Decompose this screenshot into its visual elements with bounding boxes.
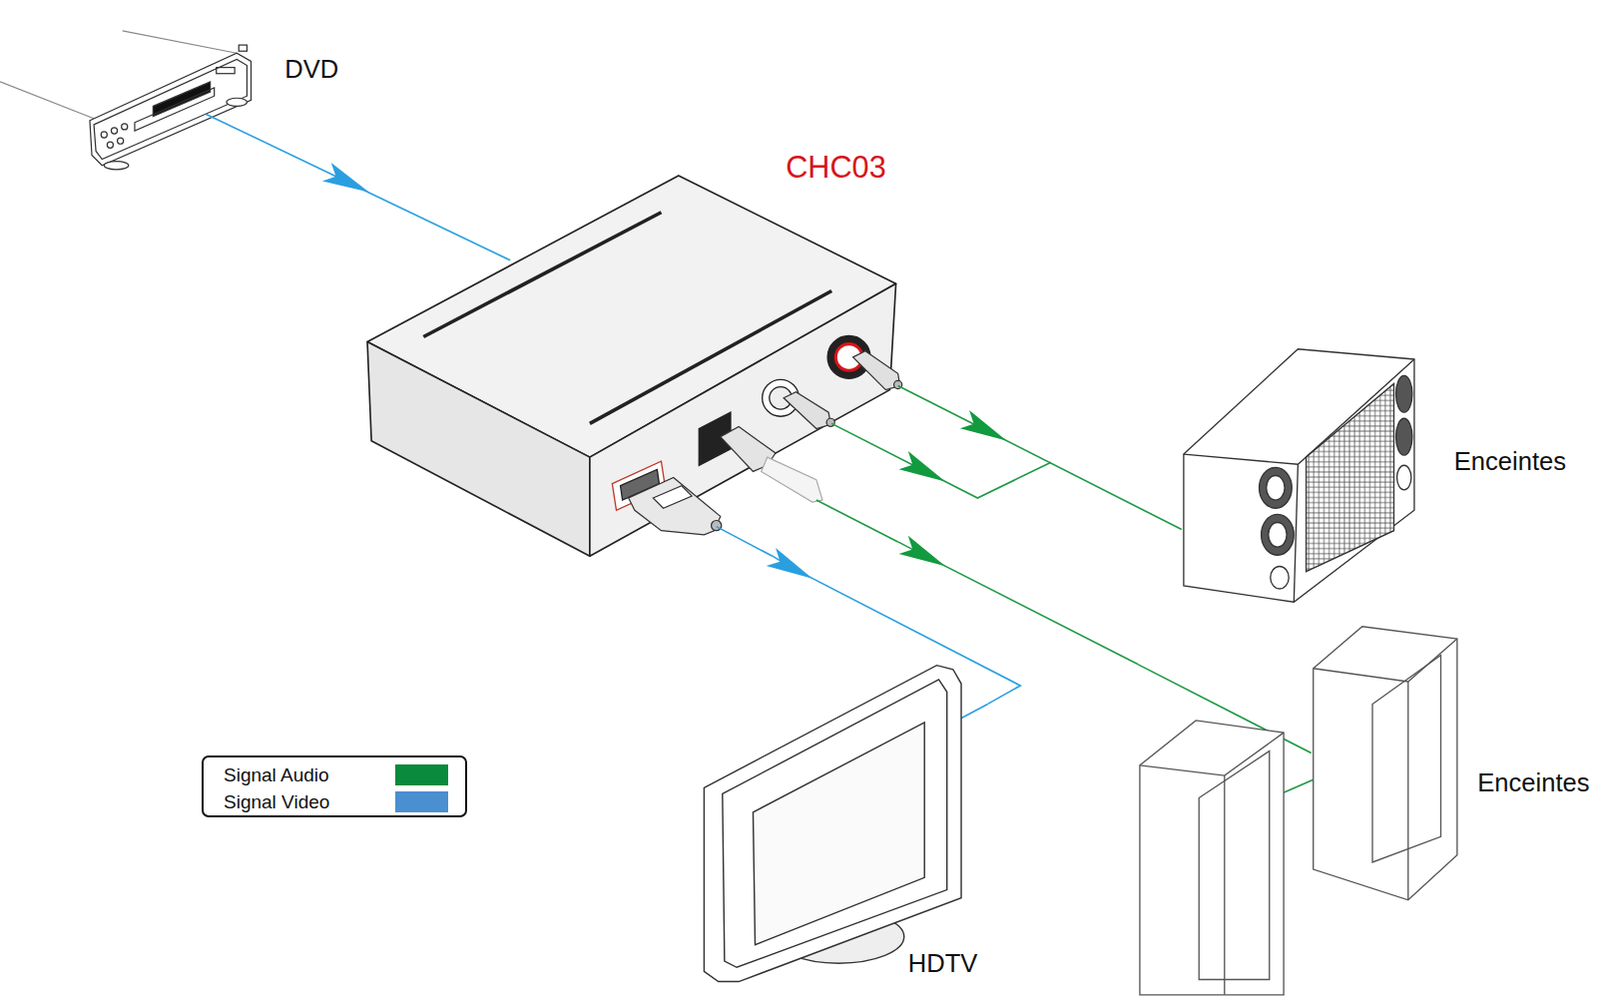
device-node: Enceintes [1181,341,1596,605]
dvd-player-part [117,137,124,144]
legend-text: Signal Video [223,791,396,814]
device-label: HDTV [908,949,979,979]
cable-plugs [628,351,903,535]
dvd-player-part [226,97,247,106]
signal-wires-part [1280,779,1314,794]
speaker-part [1270,565,1289,588]
legend-swatch [395,791,449,813]
converter-box-part [367,342,590,557]
speaker-part [1306,384,1395,572]
dvd-player-part [93,58,247,159]
legend-box: Signal AudioSignal Video [201,755,468,818]
dvd-player-part [134,87,215,131]
device-node: HDTV [701,663,988,996]
connector-ports [611,335,871,511]
cable-plugs-part [853,351,901,391]
converter-box-part [589,283,897,556]
dvd-player-part [121,123,128,130]
tower-speakers-part [1198,751,1270,981]
arrow-head [322,162,374,202]
device-label: DVD [284,54,339,84]
legend-row: Signal Audio [223,761,466,789]
converter-box [367,175,897,556]
hdtv-screen-part [722,679,948,968]
legend-swatch [395,764,449,786]
signal-connector [766,547,1022,704]
legend-row: Signal Video [223,788,466,816]
dvd-player-part [100,131,107,138]
dvd-player-part [103,161,129,170]
speaker-part [1396,418,1413,456]
device-node: Enceintes [1137,622,1598,995]
device-label: Enceintes [1477,768,1590,798]
signal-wires-part [367,191,511,260]
signal-wires-part [816,500,899,542]
dvd-player-part [110,127,117,134]
cable-plugs-part [652,486,692,509]
signal-wires-part [831,423,1052,499]
arrow-head [766,547,818,588]
signal-wires [367,191,1314,794]
cable-plugs-part [783,392,831,430]
cable-plugs-part [628,478,721,535]
arrow-head [960,410,1012,451]
speaker-part [1183,349,1415,603]
tower-speakers-part [1139,720,1284,996]
device-node: CHC03 [367,147,899,556]
speaker-part [1266,476,1285,502]
arrow-head [899,535,951,576]
dvd-player-part [122,30,238,53]
signal-wires-part [899,451,951,492]
hdtv-screen [703,665,962,983]
hdtv-screen-part [752,722,925,946]
device-label: Enceintes [1454,447,1567,477]
dvd-player-part [238,44,247,51]
speaker-part [1396,375,1413,413]
speaker-part [1261,514,1295,555]
device-label: CHC03 [785,149,887,185]
tower-speakers-part [1407,681,1409,901]
tower-speakers-part [1372,654,1441,863]
dvd-player-part [0,81,94,119]
signal-connector [898,535,1138,665]
dvd-player-part [216,67,235,74]
tower-speakers-part [1139,732,1284,776]
tower-speakers-part [1313,626,1458,901]
dvd-player-part [106,141,113,148]
speaker-part [1397,465,1412,491]
tower-speakers [1139,626,1458,996]
signal-wires-part [716,527,773,557]
speaker-part [1268,523,1287,548]
device-node: DVD [198,40,352,115]
signal-connector [206,113,375,201]
signal-wires-part [959,704,989,720]
hdtv-screen-part [703,665,962,983]
speaker [1183,349,1415,603]
legend-text: Signal Audio [223,764,396,787]
cable-plugs-part [761,457,823,503]
signal-line [772,555,1021,704]
signal-line [898,385,1182,530]
converter-box-part [423,212,661,338]
tower-speakers-part [1313,638,1458,682]
speaker-part [1259,467,1293,509]
signal-connector [898,385,1182,530]
dvd-player [0,30,251,170]
tower-speakers-part [1223,775,1225,996]
dvd-player-part [89,52,252,165]
